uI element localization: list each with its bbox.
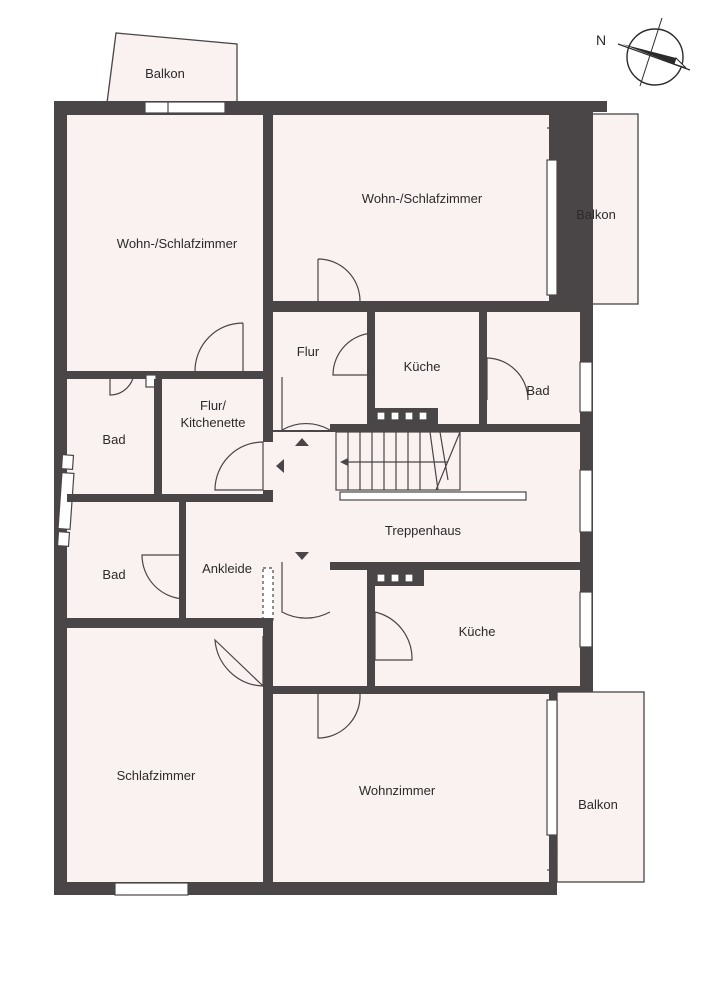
label-balkon-top: Balkon <box>145 66 185 81</box>
label-balkon-right-bottom: Balkon <box>578 797 618 812</box>
room-labels: Balkon Wohn-/Schlafzimmer Wohn-/Schlafzi… <box>102 66 617 812</box>
compass-north-label: N <box>596 32 606 48</box>
label-bad-left-bottom: Bad <box>102 567 125 582</box>
label-balkon-right-top: Balkon <box>576 207 616 222</box>
label-bad-right: Bad <box>526 383 549 398</box>
staircase <box>335 431 527 501</box>
label-wohnzimmer: Wohnzimmer <box>359 783 436 798</box>
inner-walls <box>67 115 580 882</box>
stove-bottom-kitchen <box>372 570 424 586</box>
room-floors <box>67 115 580 882</box>
label-treppenhaus: Treppenhaus <box>385 523 462 538</box>
label-wohn-schlaf-left: Wohn-/Schlafzimmer <box>117 236 238 251</box>
label-kueche-bottom: Küche <box>459 624 496 639</box>
label-kueche-top: Küche <box>404 359 441 374</box>
balcony-right-bottom <box>556 691 645 883</box>
compass: N <box>596 17 691 87</box>
direction-markers <box>276 438 309 560</box>
label-ankleide: Ankleide <box>202 561 252 576</box>
label-flur-kitchenette-line2: Kitchenette <box>180 415 245 430</box>
label-bad-left-top: Bad <box>102 432 125 447</box>
label-schlafzimmer: Schlafzimmer <box>117 768 196 783</box>
label-flur: Flur <box>297 344 320 359</box>
label-flur-kitchenette-line1: Flur/ <box>200 398 226 413</box>
stove-top-kitchen <box>372 408 438 424</box>
label-wohn-schlaf-right: Wohn-/Schlafzimmer <box>362 191 483 206</box>
